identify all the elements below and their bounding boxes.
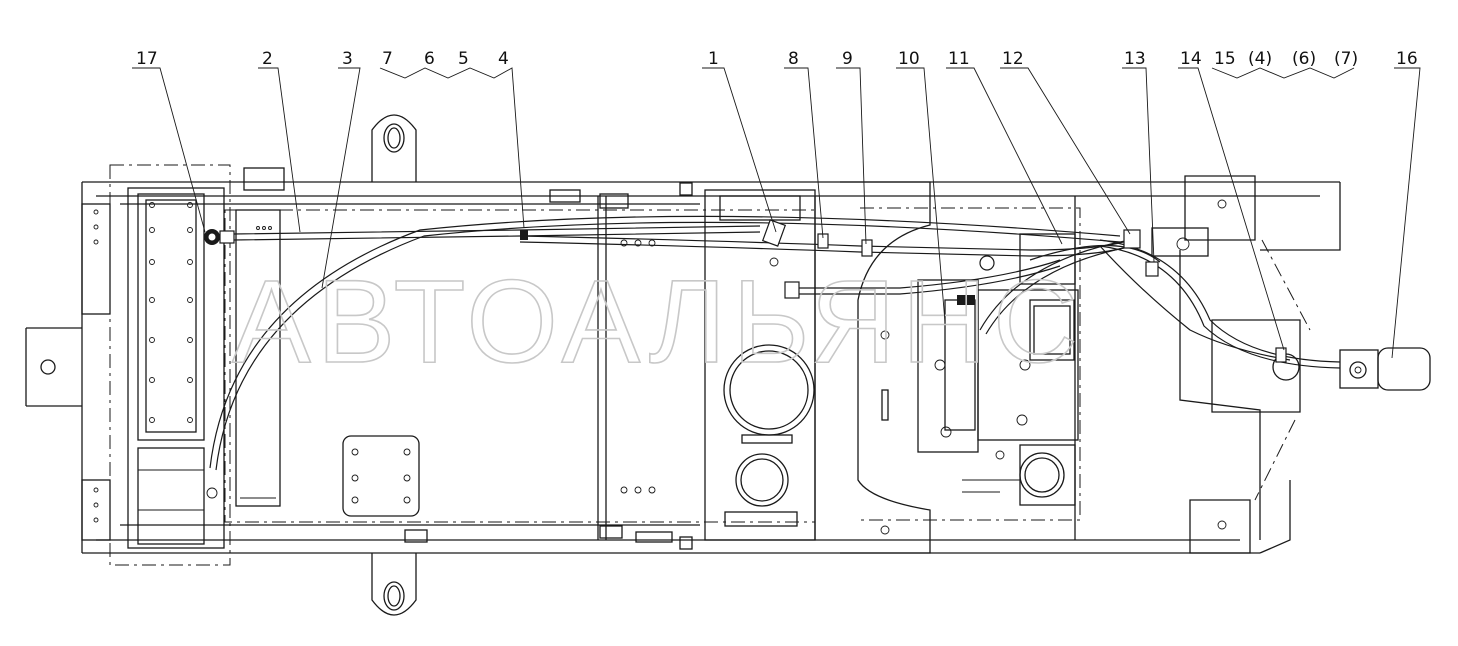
callout-11: 11 [948, 49, 970, 69]
callout-12: 12 [1002, 49, 1024, 69]
motor-assembly [1211, 319, 1431, 413]
watermark-text: АВТОАЛЬЯНС [232, 256, 1084, 388]
callout-leaders [132, 67, 1421, 359]
callout-7: 7 [382, 49, 393, 69]
callout-8: 8 [788, 49, 799, 69]
callout-16: 16 [1396, 49, 1418, 69]
callout-p6: (6) [1292, 49, 1316, 69]
hydraulic-hoses [209, 215, 1341, 471]
callout-6: 6 [424, 49, 435, 69]
valve-block-assembly [917, 227, 1209, 506]
callout-p7: (7) [1334, 49, 1358, 69]
callout-p4: (4) [1248, 49, 1272, 69]
callout-1: 1 [708, 49, 719, 69]
central-tank-assembly [704, 189, 816, 541]
callout-15: 15 [1214, 49, 1236, 69]
callout-labels: 17 2 3 7 6 5 4 1 8 9 10 11 12 13 14 15 (… [136, 49, 1418, 69]
callout-13: 13 [1124, 49, 1146, 69]
callout-14: 14 [1180, 49, 1202, 69]
callout-3: 3 [342, 49, 353, 69]
radiator-assembly [127, 187, 281, 549]
callout-10: 10 [898, 49, 920, 69]
callout-2: 2 [262, 49, 273, 69]
callout-4: 4 [498, 49, 509, 69]
callout-9: 9 [842, 49, 853, 69]
callout-17: 17 [136, 49, 158, 69]
callout-5: 5 [458, 49, 469, 69]
